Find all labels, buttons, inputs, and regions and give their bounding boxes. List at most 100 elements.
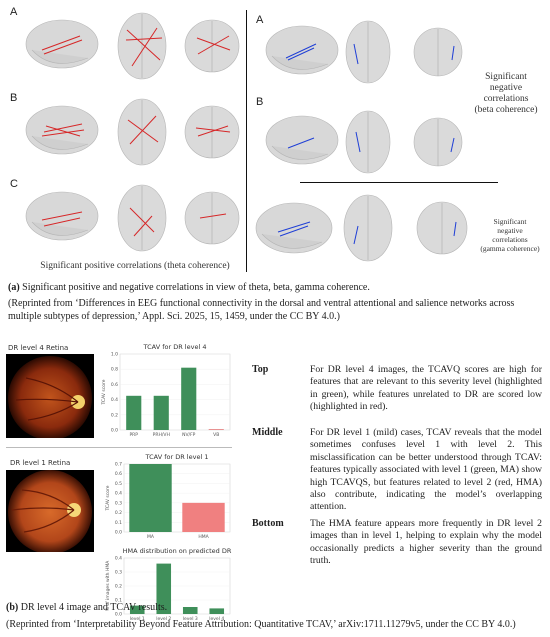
chart-tcav-level1: TCAV for DR level 1 0.0 0.1 0.2 0.3 0.4 0.5 0.6… bbox=[105, 453, 231, 540]
y-tick-label: 0.4 bbox=[111, 397, 118, 403]
brain-row-c-left bbox=[25, 184, 240, 252]
connection-lines bbox=[41, 27, 231, 67]
brain-top bbox=[343, 194, 393, 262]
y-tick-label: 0.2 bbox=[115, 510, 122, 516]
caption-b-main: (b) DR level 4 image and TCAV results. bbox=[6, 601, 546, 614]
caption-a-main: (a) Significant positive and negative co… bbox=[8, 281, 544, 294]
connection-lines bbox=[41, 207, 227, 237]
caption-a-tag: (a) bbox=[8, 282, 20, 293]
brain-top bbox=[117, 98, 167, 166]
row-middle-text: For DR level 1 (mild) cases, TCAV reveal… bbox=[310, 427, 542, 513]
y-tick-label: 0.2 bbox=[115, 584, 122, 590]
y-axis-label: % of images with HMA bbox=[105, 560, 111, 612]
caption-a-text: Significant positive and negative correl… bbox=[19, 282, 370, 293]
label-beta-line: correlations bbox=[483, 94, 529, 104]
row-top-text: For DR level 4 images, the TCAVQ scores … bbox=[310, 364, 542, 413]
panel-letter-a-right: A bbox=[256, 14, 264, 26]
x-tick-label: level 2 bbox=[156, 616, 171, 622]
label-gamma-line: negative bbox=[497, 226, 523, 235]
row-bottom-label: Bottom bbox=[252, 518, 284, 529]
bar bbox=[129, 464, 172, 532]
label-beta-line: negative bbox=[489, 83, 523, 93]
brain-front bbox=[416, 201, 468, 255]
retina-bottom-title: DR level 1 Retina bbox=[10, 459, 71, 467]
caption-a: (a) Significant positive and negative co… bbox=[8, 281, 544, 323]
x-tick-label: level 4 bbox=[209, 616, 224, 622]
y-tick-label: 0.0 bbox=[111, 428, 118, 434]
caption-b-tag: (b) bbox=[6, 602, 19, 613]
y-tick-label: 0.0 bbox=[115, 612, 122, 618]
y-axis-label: TCAV score bbox=[105, 485, 111, 511]
x-tick-label: level 3 bbox=[183, 616, 198, 622]
connection-lines bbox=[277, 221, 457, 245]
connection-lines bbox=[41, 115, 231, 145]
panel-letter-c-left: C bbox=[10, 178, 18, 190]
retina-top-title: DR level 4 Retina bbox=[8, 344, 69, 352]
retina-top-image bbox=[6, 354, 94, 438]
panel-letter-b-left: B bbox=[10, 92, 18, 104]
y-axis-label: TCAV score bbox=[101, 379, 107, 405]
divider-vertical bbox=[246, 10, 247, 272]
panel-letter-a-left: A bbox=[10, 6, 18, 18]
brain-top bbox=[345, 20, 391, 84]
label-beta-line: Significant bbox=[485, 72, 527, 82]
brain-top bbox=[117, 184, 167, 252]
y-tick-label: 0.1 bbox=[115, 520, 122, 526]
x-tick-label: VB bbox=[213, 432, 219, 438]
y-tick-label: 0.0 bbox=[115, 530, 122, 536]
brain-row-c-right bbox=[255, 194, 468, 262]
brain-row-a-left bbox=[25, 12, 240, 80]
bar bbox=[153, 395, 169, 430]
label-gamma-negative: Significant negative correlations (gamma… bbox=[470, 217, 550, 253]
brain-front bbox=[413, 117, 463, 167]
label-beta-line: (beta coherence) bbox=[474, 105, 538, 115]
brain-row-b-right bbox=[265, 110, 463, 174]
chart-title: HMA distribution on predicted DR bbox=[123, 547, 232, 555]
connection-lines bbox=[285, 43, 455, 65]
bar bbox=[126, 395, 142, 430]
y-tick-label: 1.0 bbox=[111, 352, 118, 358]
y-tick-label: 0.5 bbox=[115, 481, 122, 487]
row-middle-label: Middle bbox=[252, 427, 283, 438]
divider-horizontal bbox=[300, 182, 498, 183]
brain-row-b-left bbox=[25, 98, 240, 166]
label-gamma-line: (gamma coherence) bbox=[480, 244, 540, 253]
y-tick-label: 0.1 bbox=[115, 598, 122, 604]
brain-top bbox=[345, 110, 391, 174]
brain-front bbox=[413, 27, 463, 77]
row-bottom-text: The HMA feature appears more frequently … bbox=[310, 518, 542, 567]
y-tick-label: 0.8 bbox=[111, 367, 118, 373]
chart-title: TCAV for DR level 4 bbox=[143, 343, 207, 351]
bar bbox=[208, 429, 224, 430]
caption-b: (b) DR level 4 image and TCAV results. (… bbox=[6, 601, 546, 631]
x-tick-label: HMA bbox=[198, 534, 209, 540]
connection-lines bbox=[287, 131, 455, 153]
bar bbox=[129, 605, 145, 614]
label-gamma-line: correlations bbox=[492, 235, 528, 244]
retina-bottom-image bbox=[6, 470, 94, 552]
brain-lateral bbox=[265, 115, 339, 165]
brain-lateral bbox=[25, 105, 99, 155]
x-tick-label: PRP bbox=[129, 432, 138, 438]
label-beta-negative: Significant negative correlations (beta … bbox=[462, 72, 550, 116]
chart-tcav-level4: TCAV for DR level 40.00.20.40.60.81.0TCA… bbox=[101, 343, 231, 438]
brain-front bbox=[184, 105, 240, 159]
brain-front bbox=[184, 191, 240, 245]
x-tick-label: PRH/VH bbox=[153, 432, 170, 438]
y-tick-label: 0.4 bbox=[115, 491, 122, 497]
y-tick-label: 0.3 bbox=[115, 500, 122, 506]
chart-hma-distribution: HMA distribution on predicted DR 0.0 0.1 0.… bbox=[105, 547, 232, 622]
figure-b: DR level 4 Retina DR level 1 Retina bbox=[0, 336, 550, 637]
figure-a: A B C A B bbox=[8, 6, 550, 323]
brain-lateral bbox=[25, 19, 99, 69]
y-tick-label: 0.2 bbox=[111, 412, 118, 418]
brain-lateral bbox=[255, 202, 333, 254]
x-tick-label: level 1 bbox=[130, 616, 145, 622]
y-tick-label: 0.6 bbox=[115, 471, 122, 477]
chart-title: TCAV for DR level 1 bbox=[145, 453, 209, 461]
row-top-label: Top bbox=[252, 364, 269, 375]
caption-b-text: DR level 4 image and TCAV results. bbox=[18, 602, 168, 613]
brain-row-a-right bbox=[265, 20, 463, 84]
separator-line bbox=[6, 447, 232, 448]
brain-top bbox=[117, 12, 167, 80]
